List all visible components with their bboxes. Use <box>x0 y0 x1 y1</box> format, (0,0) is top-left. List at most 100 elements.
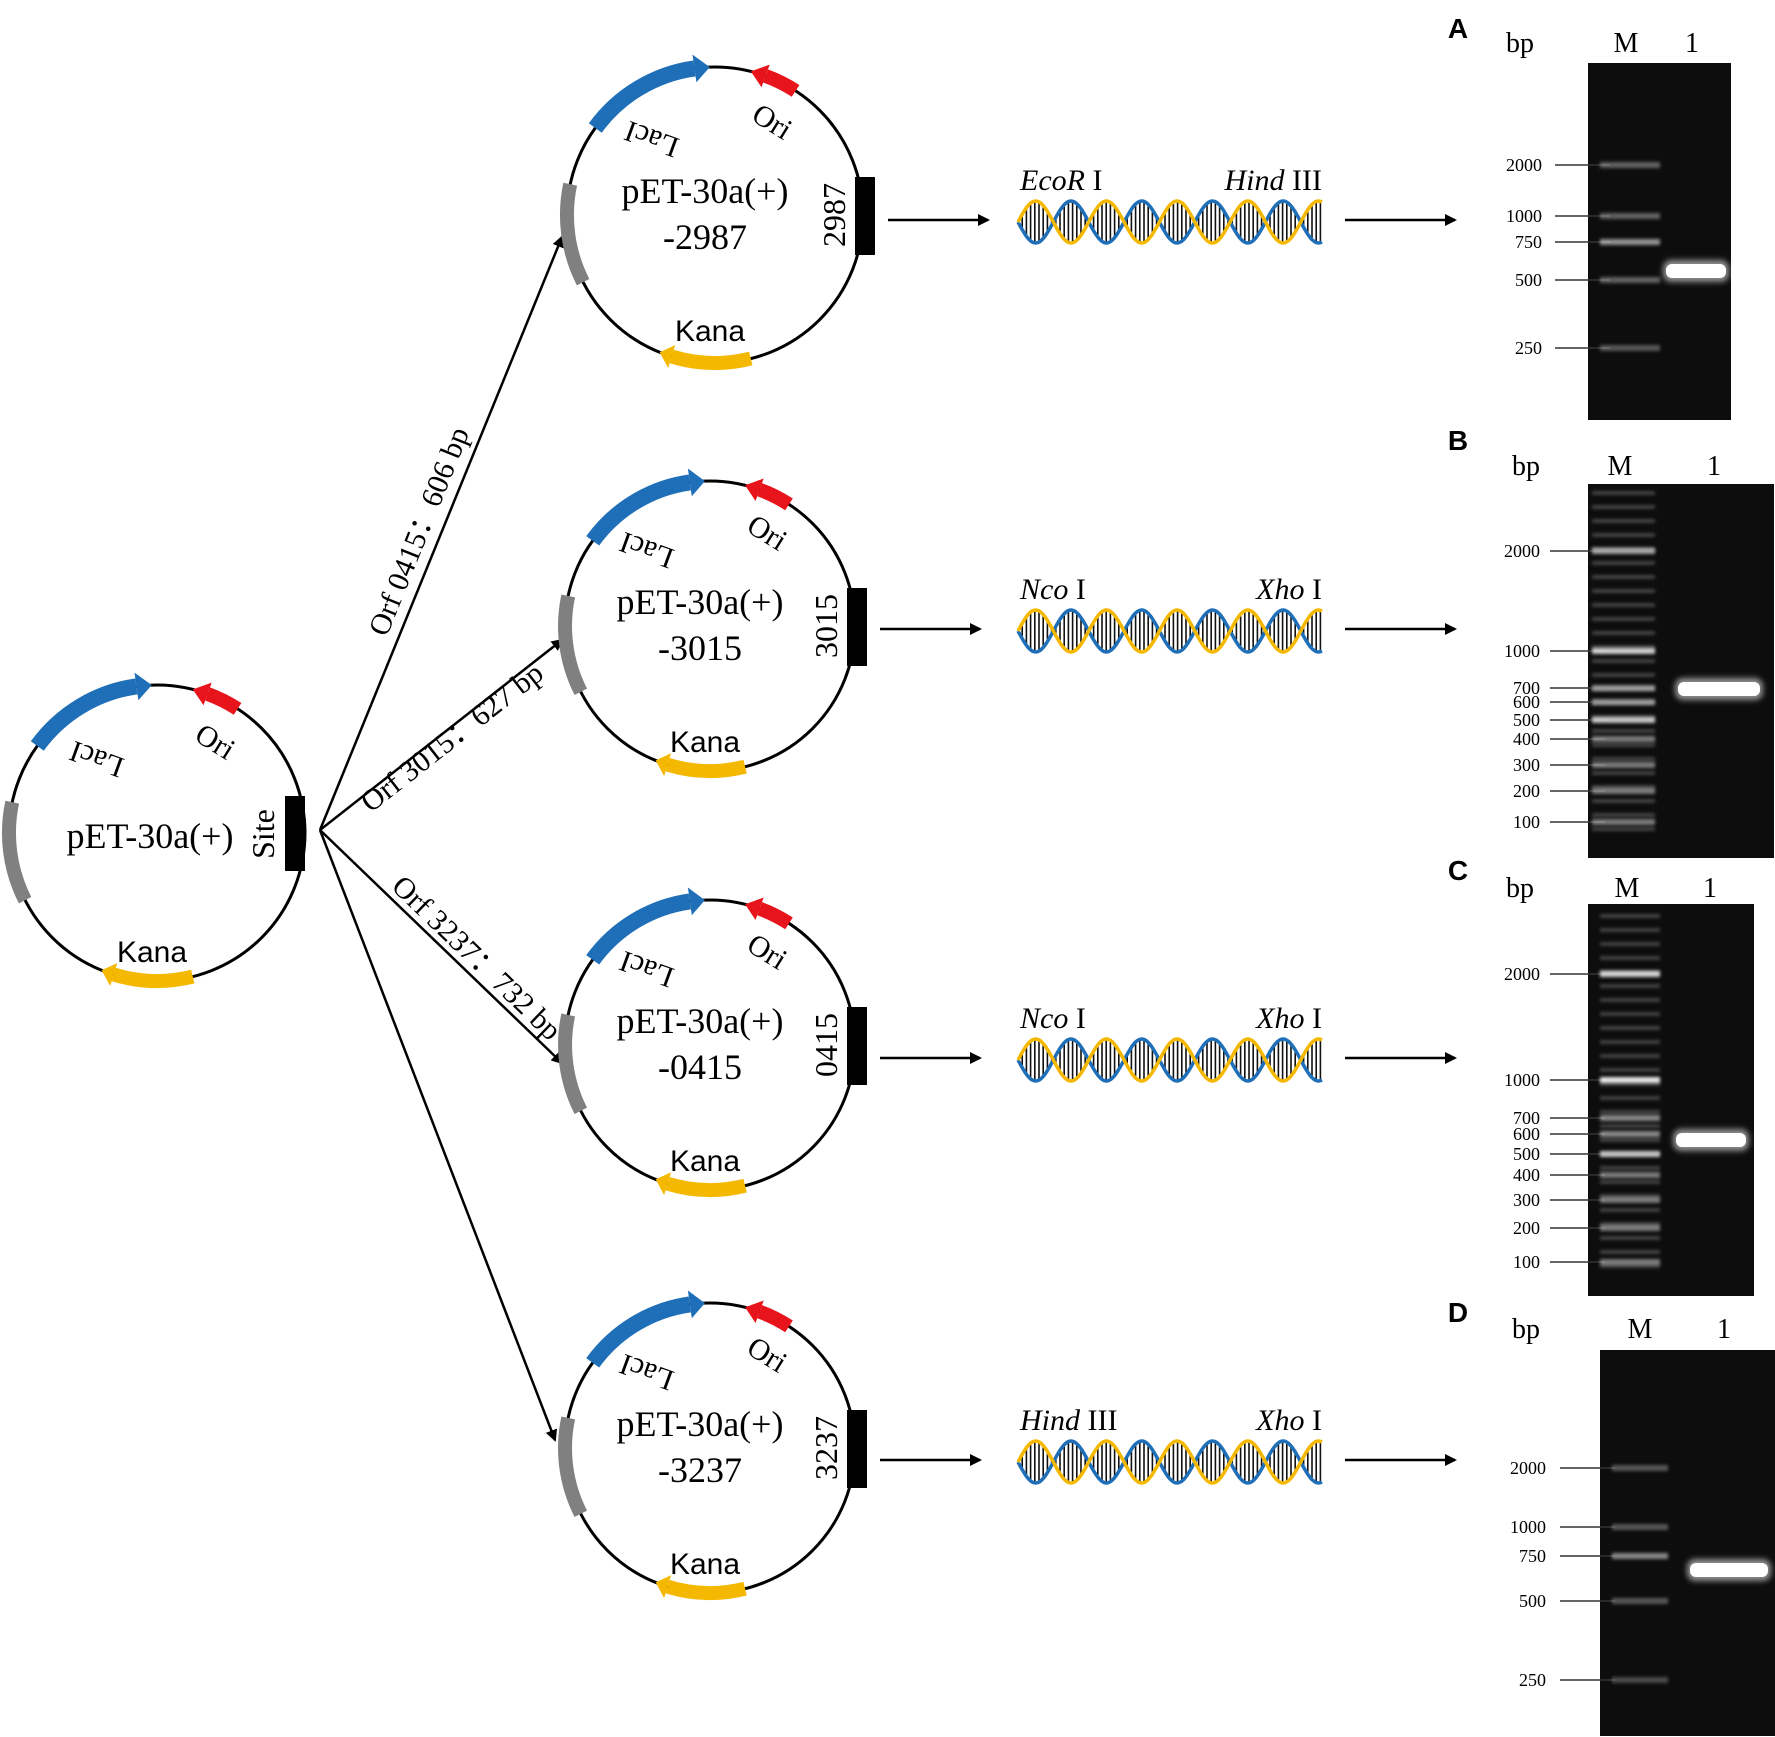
laci-label: LacI <box>615 1347 678 1397</box>
ladder-faint-band <box>1592 645 1655 649</box>
plasmid-gray-segment <box>1 800 32 904</box>
laci-label: LacI <box>65 734 128 784</box>
dna-helix-icon <box>1016 1439 1323 1485</box>
ladder-faint-band <box>1592 589 1655 593</box>
ladder-faint-band <box>1592 771 1655 775</box>
insert-block <box>855 177 875 255</box>
ladder-size-label: 1000 <box>1506 206 1542 226</box>
enzyme-right-italic: Xho <box>1255 1404 1304 1437</box>
kana-gene-arrow <box>665 1579 747 1600</box>
ladder-size-label: 1000 <box>1510 1517 1546 1537</box>
gel-image <box>1588 484 1774 858</box>
ori-arrowhead-icon <box>745 1300 764 1323</box>
ladder-band <box>1600 1259 1660 1265</box>
dna-strand-yellow <box>1016 1037 1323 1083</box>
kana-arrowhead-icon <box>659 345 676 368</box>
kana-label: Kana <box>670 1548 740 1581</box>
laci-arrowhead-icon <box>687 887 705 916</box>
laci-gene-arrow <box>586 474 692 546</box>
enzyme-right-roman: I <box>1305 573 1323 606</box>
enzyme-right-italic: Xho <box>1255 573 1304 606</box>
enzyme-left-label: EcoR I <box>1019 164 1102 197</box>
kana-label: Kana <box>670 1145 740 1178</box>
enzyme-left-roman: III <box>1080 1404 1117 1437</box>
insert-label: 0415 <box>808 1013 844 1077</box>
plasmid-gray-segment <box>558 1013 588 1114</box>
enzyme-right-label: Xho I <box>1255 1002 1322 1035</box>
ladder-faint-band <box>1592 603 1655 607</box>
ladder-faint-band <box>1592 575 1655 579</box>
insert-block <box>847 588 867 666</box>
ladder-band <box>1600 1197 1660 1203</box>
construct-name-line1: pET-30a(+) <box>617 1404 784 1444</box>
ladder-faint-band <box>1592 757 1655 761</box>
ladder-faint-band <box>1600 1054 1660 1058</box>
ladder-band <box>1600 1151 1660 1157</box>
construct-name-line2: -3015 <box>658 628 742 668</box>
ladder-size-label: 100 <box>1513 812 1540 832</box>
ladder-faint-band <box>1600 998 1660 1002</box>
ladder-band <box>1592 819 1655 825</box>
ladder-size-label: 250 <box>1515 338 1542 358</box>
ladder-faint-band <box>1592 533 1655 537</box>
ladder-faint-band <box>1600 1068 1660 1072</box>
branch-arrow-3237 <box>318 829 558 1442</box>
insert-label: 2987 <box>816 183 852 247</box>
kana-gene-arrow <box>665 1176 747 1197</box>
ladder-faint-band <box>1592 631 1655 635</box>
lane-marker-label: M <box>1614 28 1639 59</box>
ori-gene-arrow <box>757 1305 793 1333</box>
dna-strand-blue <box>1016 199 1323 245</box>
ladder-faint-band <box>1592 729 1655 733</box>
ladder-faint-band <box>1600 1180 1660 1184</box>
lane-sample-label: 1 <box>1707 451 1721 482</box>
insert-block <box>847 1007 867 1085</box>
ladder-size-label: 700 <box>1513 1108 1540 1128</box>
kana-arrowhead-icon <box>655 1172 672 1196</box>
ladder-faint-band <box>1592 561 1655 565</box>
unit-label: bp <box>1506 28 1534 59</box>
construct-name-line2: -2987 <box>663 217 747 257</box>
enzyme-left-italic: Nco <box>1019 573 1068 606</box>
branch-arrow-2987 <box>318 235 564 831</box>
kana-gene-arrow <box>665 757 747 778</box>
kana-arrowhead-icon <box>655 753 672 777</box>
lane-sample-label: 1 <box>1717 1314 1731 1345</box>
ladder-size-label: 100 <box>1513 1252 1540 1272</box>
construct-name-line2: -0415 <box>658 1047 742 1087</box>
ori-gene-arrow <box>757 483 793 511</box>
ladder-band <box>1600 239 1660 245</box>
ladder-band <box>1592 699 1655 705</box>
dna-strand-yellow <box>1016 608 1323 654</box>
construct-name-line1: pET-30a(+) <box>622 171 789 211</box>
ori-gene-arrow <box>763 69 800 97</box>
panel-letter: D <box>1448 1297 1468 1328</box>
enzyme-left-italic: EcoR <box>1019 164 1085 197</box>
ladder-size-label: 2000 <box>1504 964 1540 984</box>
unit-label: bp <box>1512 451 1540 482</box>
kana-label: Kana <box>675 315 745 348</box>
ladder-faint-band <box>1592 813 1655 817</box>
branch-arrow-3015 <box>319 638 564 831</box>
ladder-faint-band <box>1600 1040 1660 1044</box>
ladder-size-label: 200 <box>1513 1218 1540 1238</box>
gel-image <box>1600 1350 1775 1736</box>
enzyme-left-label: Hind III <box>1019 1404 1117 1437</box>
ori-gene-arrow <box>757 902 793 930</box>
lane-sample-label: 1 <box>1685 28 1699 59</box>
ori-label: Ori <box>746 97 797 146</box>
ladder-band <box>1600 1225 1660 1231</box>
laci-label: LacI <box>620 114 683 164</box>
insert-label: 3015 <box>808 594 844 658</box>
ladder-faint-band <box>1592 827 1655 831</box>
ladder-band <box>1600 277 1660 283</box>
ladder-size-label: 600 <box>1513 1124 1540 1144</box>
ladder-faint-band <box>1600 1194 1660 1198</box>
lane-marker-label: M <box>1608 451 1633 482</box>
